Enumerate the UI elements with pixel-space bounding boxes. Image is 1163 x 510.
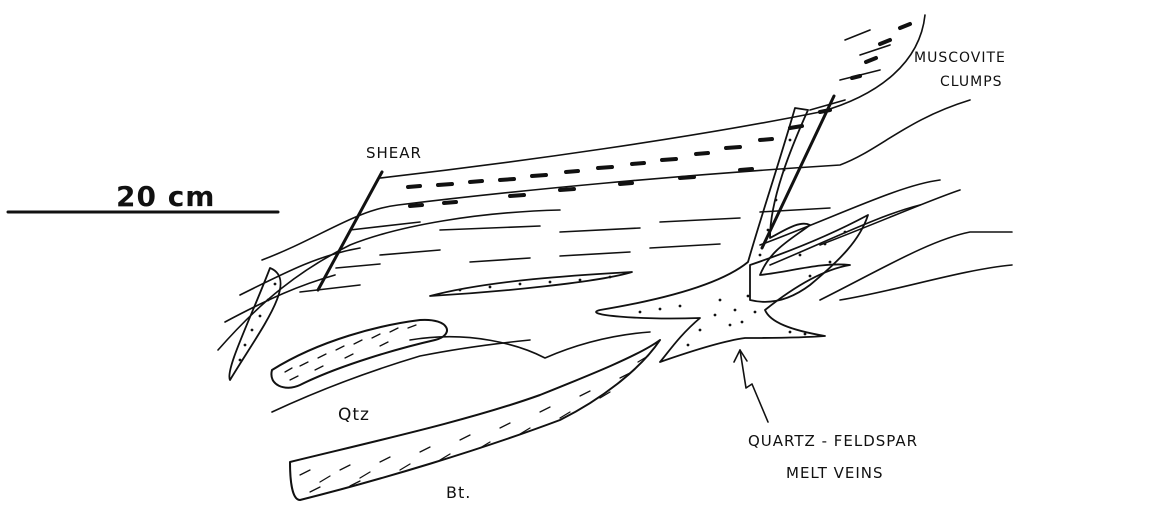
quartz-label: Qtz (338, 405, 370, 425)
melt-veins-label-line1: QUARTZ - FELDSPAR (748, 432, 918, 450)
shear-lines (318, 96, 834, 290)
scale-bar-label: 20 cm (116, 180, 216, 213)
muscovite-label-line2: CLUMPS (940, 74, 1003, 90)
vein-stipple (239, 139, 847, 362)
vein-arrow (734, 350, 768, 422)
shear-label: SHEAR (366, 144, 422, 162)
muscovite-label-line1: MUSCOVITE (914, 50, 1006, 66)
biotite-layers (271, 320, 660, 500)
scale-bar: 20 cm (8, 180, 278, 213)
biotite-label: Bt. (446, 483, 471, 502)
melt-veins (229, 108, 868, 380)
melt-veins-label-line2: MELT VEINS (786, 464, 884, 482)
